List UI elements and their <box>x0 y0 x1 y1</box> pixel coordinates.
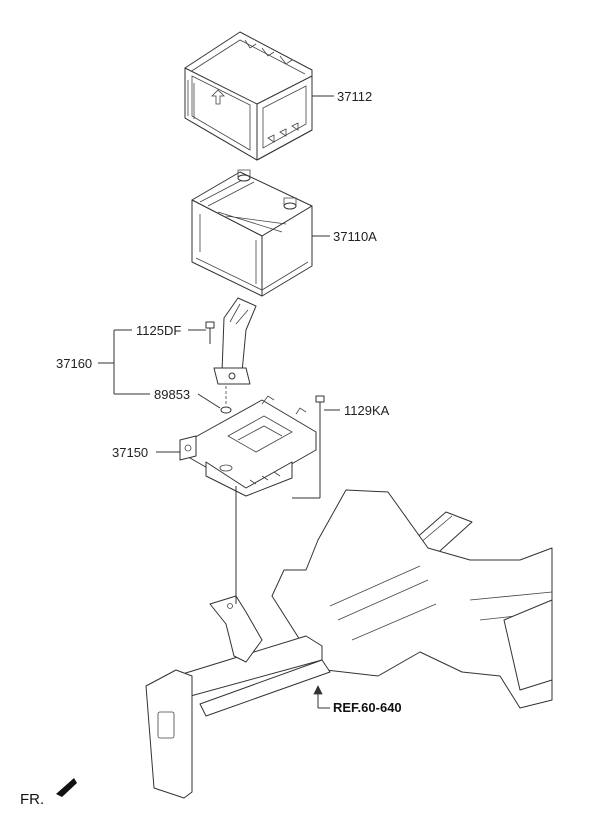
bolt-1129ka-illustration <box>315 395 325 418</box>
battery-tray-illustration <box>179 395 317 497</box>
reference-label: REF.60-640 <box>333 700 402 715</box>
leader-lines <box>56 95 340 797</box>
front-marker-label: FR. <box>20 791 44 808</box>
battery-illustration <box>191 169 313 297</box>
bolt-1125df-illustration <box>205 321 215 344</box>
callout-37110a: 37110A <box>333 229 377 244</box>
callout-1129ka: 1129KA <box>344 403 390 418</box>
callout-1125df: 1125DF <box>136 323 181 338</box>
callout-37150: 37150 <box>112 445 148 460</box>
callout-37160: 37160 <box>56 356 92 371</box>
battery-cover-illustration <box>184 31 313 161</box>
callout-37112: 37112 <box>337 89 372 104</box>
nut-89853-illustration <box>220 386 232 414</box>
hold-down-bracket-illustration <box>213 297 257 385</box>
front-direction-arrow-icon <box>56 778 77 797</box>
vehicle-frame-illustration <box>145 489 553 799</box>
callout-89853: 89853 <box>154 387 190 402</box>
